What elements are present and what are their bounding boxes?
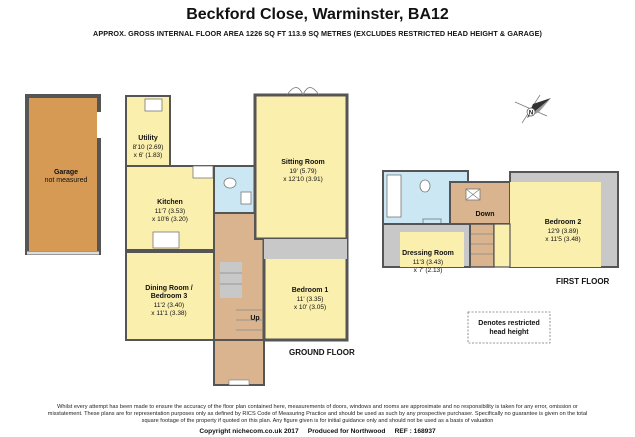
first-floor-plan: Bedroom 2 12'9 (3.89) x 11'5 (3.48) Dres… — [382, 170, 619, 274]
dressing-room-dim2: x 7' (2.13) — [414, 267, 443, 274]
copyright-text: Copyright nichecom.co.uk 2017 — [199, 428, 299, 435]
first-floor-label: FIRST FLOOR — [556, 277, 610, 286]
restricted-line2: head height — [489, 329, 529, 336]
garage-note: not measured — [45, 177, 88, 184]
compass-letter: N — [529, 111, 533, 117]
sitting-room-dim2: x 12'10 (3.91) — [283, 176, 323, 183]
dining-room-dim2: x 11'1 (3.38) — [151, 310, 186, 317]
floor-area-subtitle: APPROX. GROSS INTERNAL FLOOR AREA 1226 S… — [93, 29, 542, 38]
stairs-down-label: Down — [475, 211, 494, 218]
first-floor-stairs — [469, 223, 495, 268]
kitchen-dim2: x 10'6 (3.20) — [152, 216, 188, 223]
dining-room-name1: Dining Room / — [145, 285, 192, 292]
bedroom-2-dim1: 12'9 (3.89) — [548, 228, 579, 235]
sitting-room-name: Sitting Room — [281, 159, 325, 166]
garage-name: Garage — [54, 169, 78, 176]
porch — [213, 339, 265, 386]
bedroom-1-dim1: 11' (3.35) — [297, 296, 324, 303]
reference-text: REF : 168937 — [394, 428, 436, 435]
compass-icon: N — [514, 94, 551, 124]
dressing-room-dim1: 11'3 (3.43) — [413, 259, 443, 266]
dressing-room-name: Dressing Room — [402, 250, 454, 257]
dining-room-name2: Bedroom 3 — [151, 293, 188, 300]
stairs-up-label: Up — [250, 315, 259, 322]
disclaimer-text: Whilst every attempt has been made to en… — [47, 404, 588, 424]
sitting-room — [253, 93, 349, 241]
wc-room — [213, 165, 256, 214]
utility-name: Utility — [138, 135, 158, 142]
sitting-room-dim1: 19' (5.79) — [289, 168, 316, 175]
plan-title: Beckford Close, Warminster, BA12 — [186, 6, 449, 23]
produced-text: Produced for Northwood — [307, 428, 386, 435]
dining-room-dim1: 11'2 (3.40) — [154, 302, 184, 309]
dining-room — [125, 251, 215, 341]
restricted-line1: Denotes restricted — [478, 320, 539, 327]
ground-floor-label: GROUND FLOOR — [289, 348, 355, 357]
restricted-height-legend: Denotes restricted head height — [467, 311, 551, 344]
bedroom-2-name: Bedroom 2 — [545, 219, 582, 226]
bedroom-1-name: Bedroom 1 — [292, 287, 329, 294]
garage-room: Garage not measured — [25, 94, 101, 255]
kitchen-name: Kitchen — [157, 199, 183, 206]
credits-line: Copyright nichecom.co.uk 2017 Produced f… — [0, 428, 635, 435]
ground-floor-plan: Utility 8'10 (2.69) x 6' (1.83) Kitchen … — [125, 87, 349, 386]
kitchen-dim1: 11'7 (3.53) — [155, 208, 185, 215]
utility-dim2: x 6' (1.83) — [134, 152, 163, 159]
bedroom-2-dim2: x 11'5 (3.48) — [545, 236, 580, 243]
bedroom-1-dim2: x 10' (3.05) — [294, 304, 326, 311]
utility-dim1: 8'10 (2.69) — [133, 144, 164, 151]
